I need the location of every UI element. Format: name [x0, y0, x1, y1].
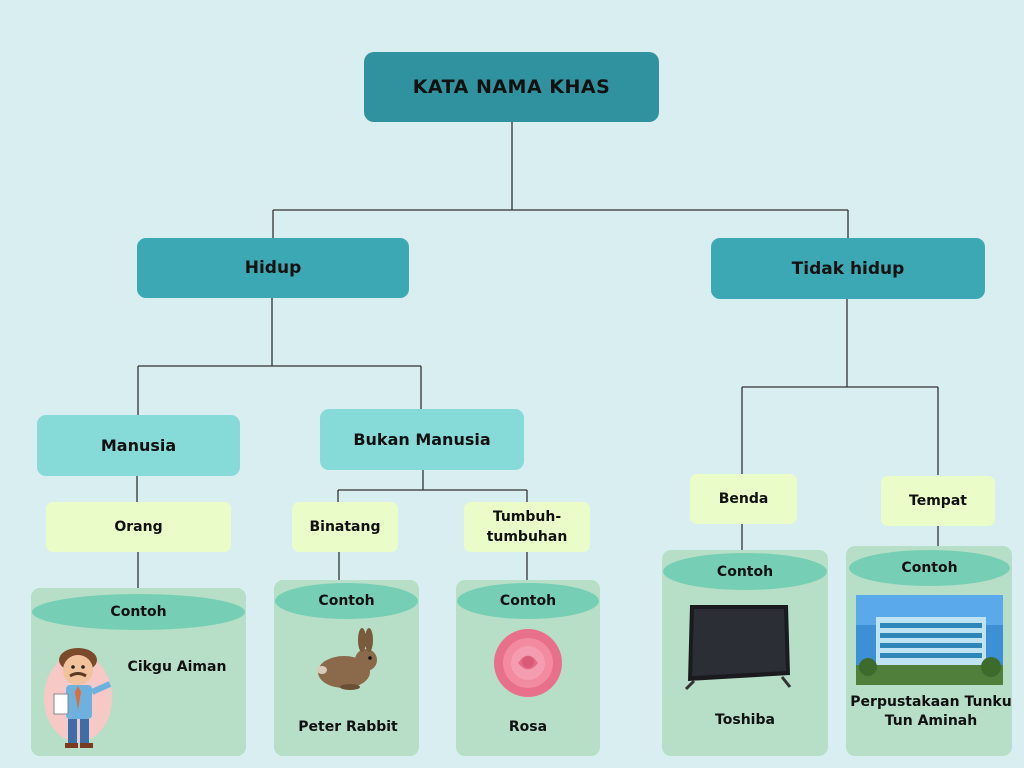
- example-label-tempat: Perpustakaan Tunku Tun Aminah: [850, 694, 1012, 729]
- node-manusia: Manusia: [37, 415, 240, 476]
- contoh-pill-binatang: Contoh: [275, 583, 418, 619]
- node-benda: Benda: [690, 474, 797, 524]
- contoh-pill-benda: Contoh: [663, 553, 827, 590]
- node-tempat: Tempat: [881, 476, 995, 526]
- example-label-binatang: Peter Rabbit: [298, 719, 398, 735]
- contoh-pill-tumbuhan: Contoh: [457, 583, 599, 619]
- contoh-pill-orang: Contoh: [32, 594, 245, 630]
- node-orang: Orang: [46, 502, 231, 552]
- rose-image-icon: [494, 629, 562, 697]
- node-bukan-manusia: Bukan Manusia: [320, 409, 524, 470]
- television-image-icon: [684, 605, 792, 691]
- node-tidak-hidup: Tidak hidup: [711, 238, 985, 299]
- library-building-image-icon: [856, 595, 1003, 685]
- contoh-pill-tempat: Contoh: [849, 550, 1010, 586]
- example-label-orang: Cikgu Aiman: [127, 659, 227, 675]
- example-label-benda: Toshiba: [715, 712, 775, 728]
- node-tumbuh-tumbuhan: Tumbuh-tumbuhan: [464, 502, 590, 552]
- node-binatang: Binatang: [292, 502, 398, 552]
- example-label-tumbuhan: Rosa: [508, 719, 548, 735]
- page-title: KATA NAMA KHAS: [364, 52, 659, 122]
- rabbit-image-icon: [317, 628, 377, 690]
- teacher-illustration-icon: [44, 648, 112, 748]
- node-hidup: Hidup: [137, 238, 409, 298]
